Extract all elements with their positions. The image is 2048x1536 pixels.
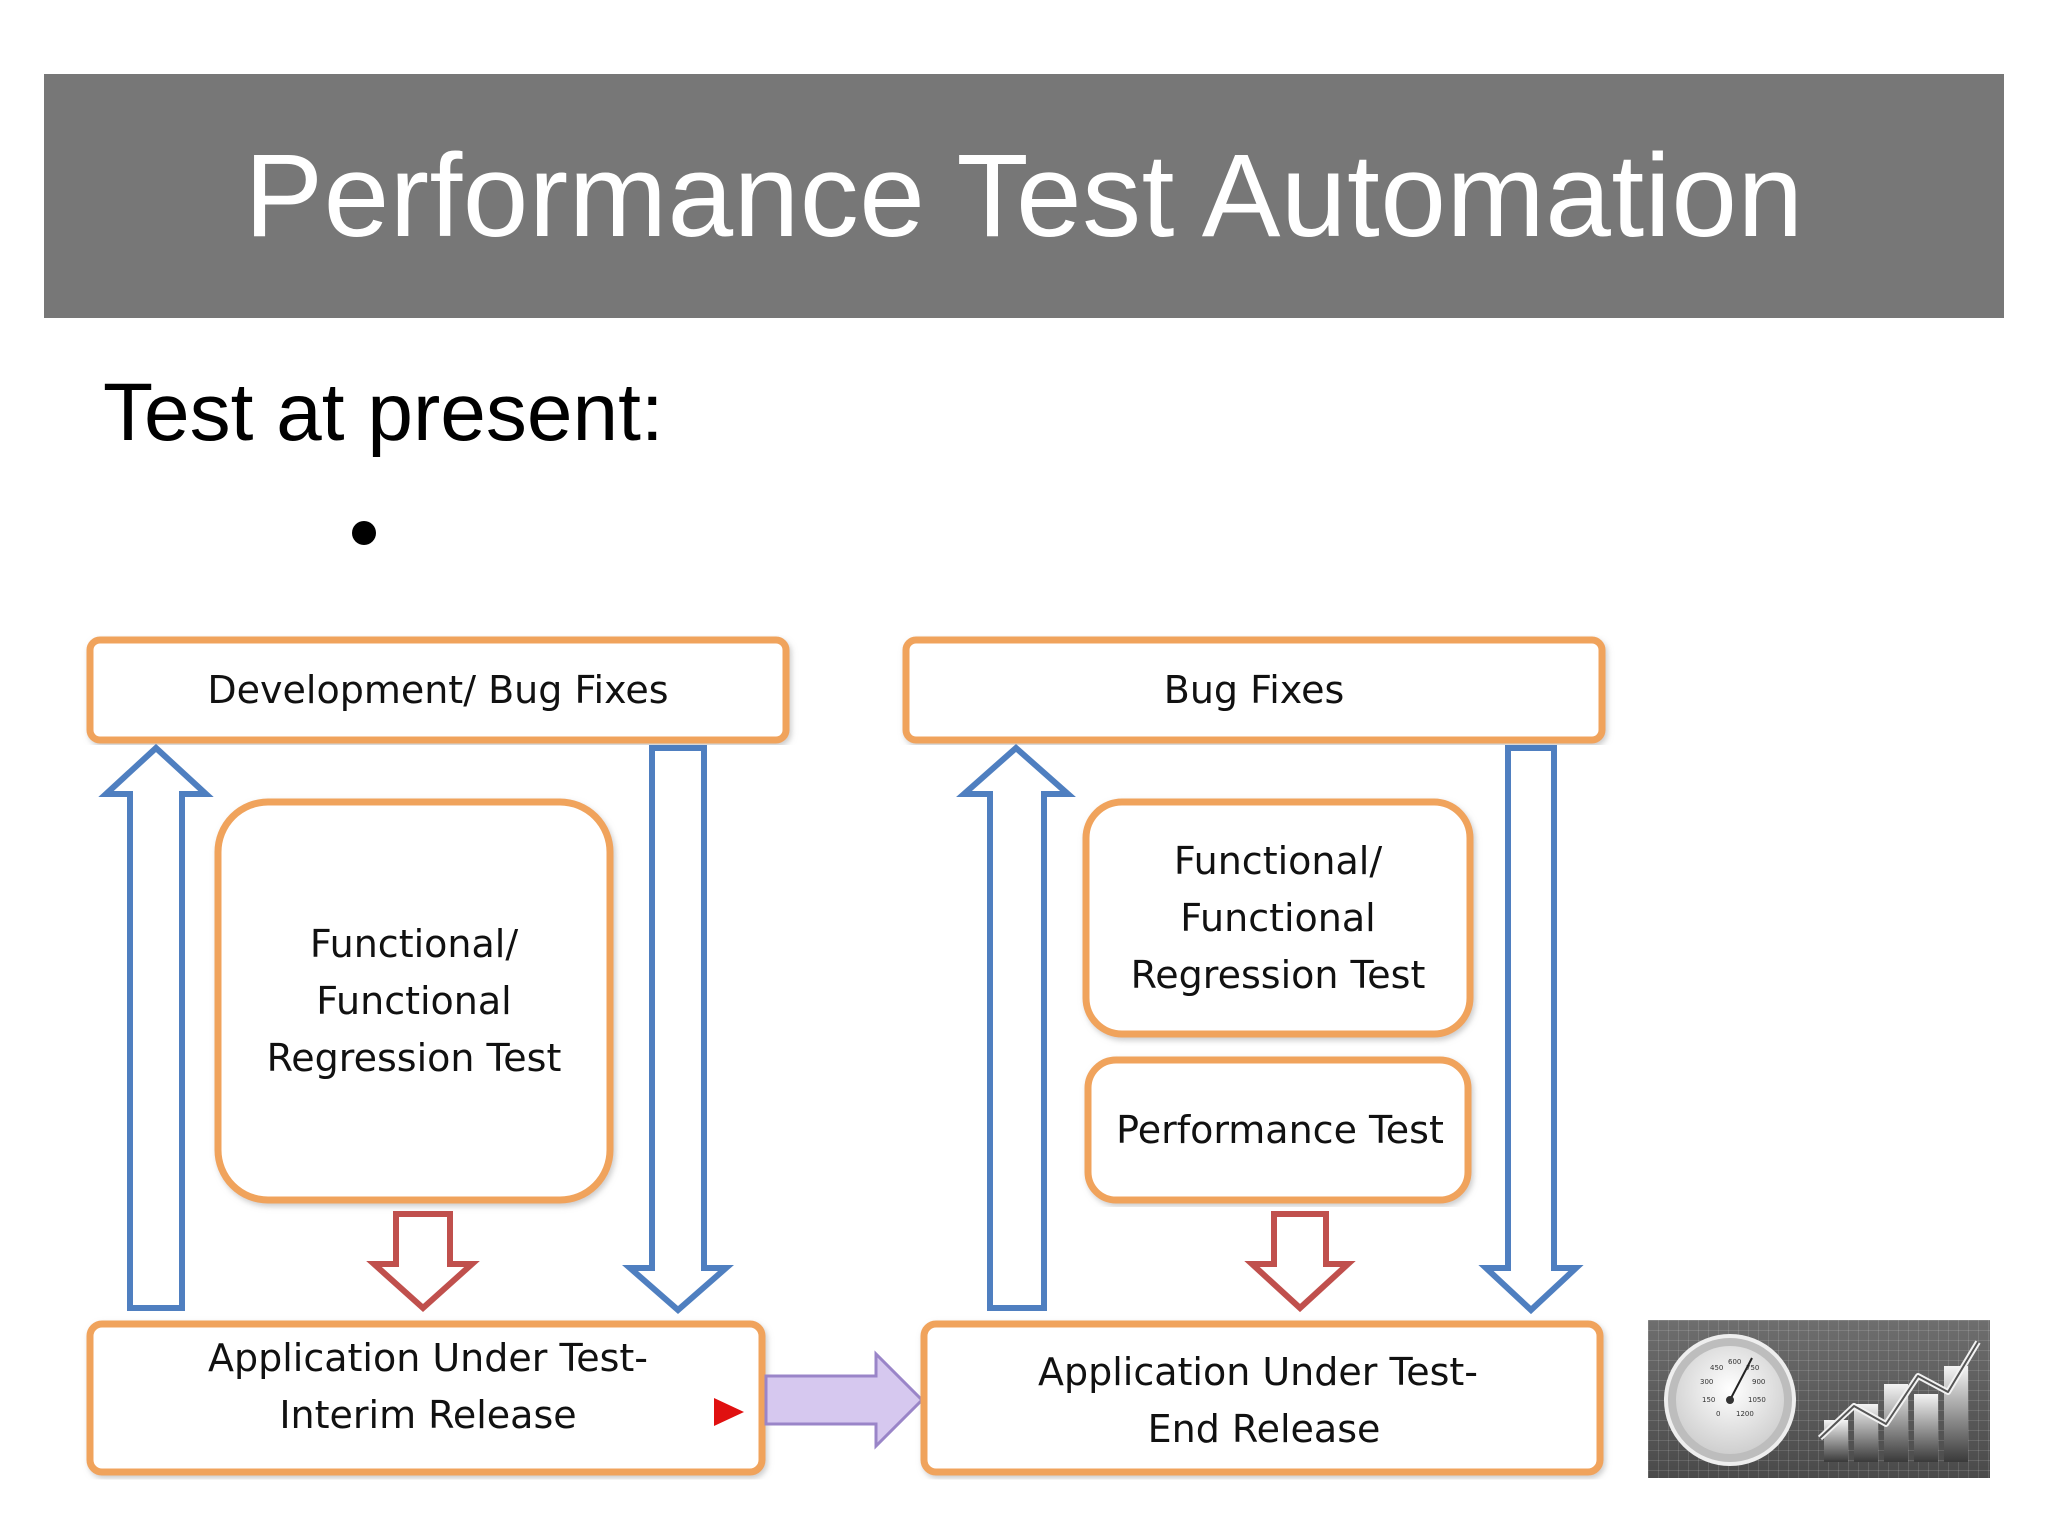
right-middle-box-label-2: Functional [1180, 896, 1375, 940]
left-top-box-label: Development/ Bug Fixes [207, 668, 668, 712]
slide-subtitle: Test at present: [103, 367, 664, 458]
right-red-down-arrow-icon [1244, 1211, 1356, 1313]
left-middle-box [214, 798, 614, 1204]
left-middle-box-label-1: Functional/ [310, 922, 518, 966]
gauge-tick-750: 750 [1746, 1364, 1759, 1372]
right-perf-box [1084, 1056, 1472, 1204]
connector-arrow-icon [764, 1350, 925, 1450]
performance-thumbnail: 450 600 750 300 900 150 1050 0 1200 [1648, 1320, 1990, 1478]
right-perf-box-label: Performance Test [1116, 1108, 1444, 1152]
left-up-arrow-icon [98, 743, 214, 1311]
right-middle-box [1082, 798, 1474, 1038]
right-up-arrow-icon [956, 743, 1076, 1311]
gauge-tick-1050: 1050 [1748, 1396, 1766, 1404]
left-bottom-box-label-1: Application Under Test- [208, 1336, 648, 1380]
right-top-box-label: Bug Fixes [1164, 668, 1345, 712]
left-bottom-box [86, 1320, 766, 1476]
gauge-tick-1200: 1200 [1736, 1410, 1754, 1418]
left-top-box [86, 636, 790, 744]
gauge-tick-900: 900 [1752, 1378, 1765, 1386]
left-middle-box-label-2: Functional [316, 979, 511, 1023]
right-bottom-box-label-2: End Release [1148, 1407, 1381, 1451]
left-middle-box-label-3: Regression Test [267, 1036, 562, 1080]
gauge-tick-150: 150 [1702, 1396, 1715, 1404]
left-bottom-box-label-2: Interim Release [279, 1393, 576, 1437]
right-bottom-box [920, 1320, 1604, 1476]
gauge-tick-300: 300 [1700, 1378, 1713, 1386]
right-middle-box-label-1: Functional/ [1174, 839, 1382, 883]
left-down-arrow-icon [622, 745, 734, 1314]
title-bar: Performance Test Automation [44, 74, 2004, 318]
gauge-tick-450: 450 [1710, 1364, 1723, 1372]
right-down-arrow-icon [1478, 745, 1584, 1315]
gauge-chart-icon: 450 600 750 300 900 150 1050 0 1200 [1664, 1334, 1981, 1466]
bullet-point [352, 521, 376, 545]
gauge-tick-0: 0 [1716, 1410, 1720, 1418]
right-bottom-box-label-1: Application Under Test- [1038, 1350, 1478, 1394]
slide-title: Performance Test Automation [244, 130, 1804, 262]
play-marker-icon [714, 1398, 744, 1426]
right-middle-box-label-3: Regression Test [1131, 953, 1426, 997]
left-red-down-arrow-icon [366, 1211, 480, 1313]
right-top-box [902, 636, 1606, 744]
gauge-tick-600: 600 [1728, 1358, 1741, 1366]
